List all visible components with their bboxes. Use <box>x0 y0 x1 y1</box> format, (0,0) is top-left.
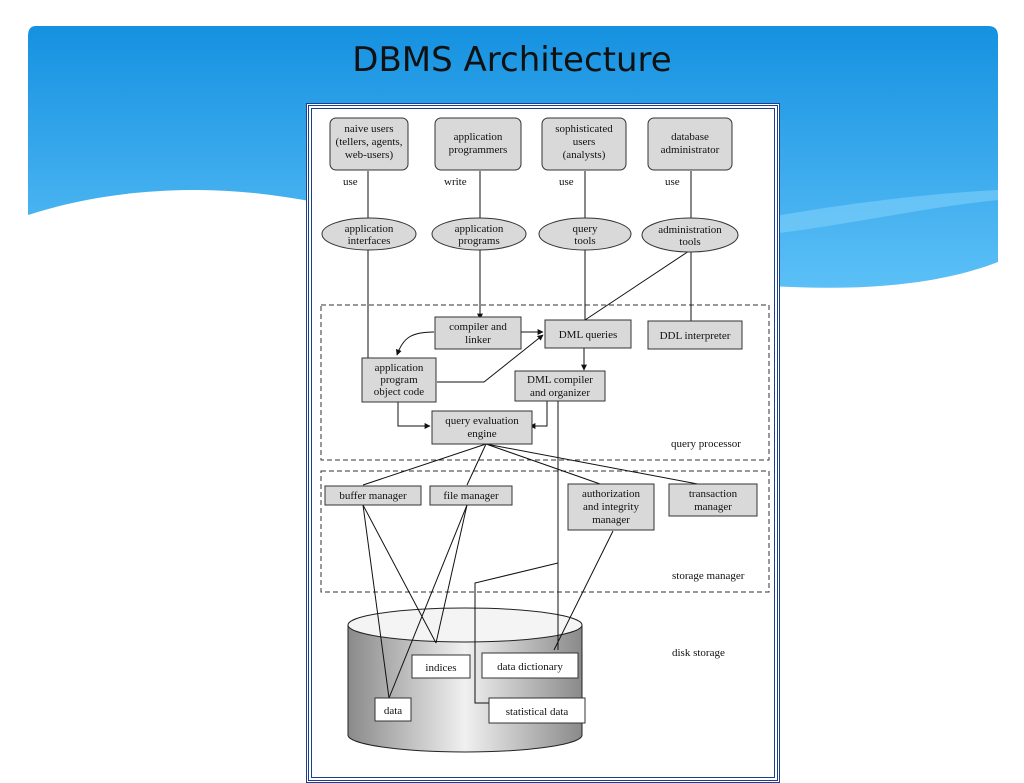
label-line: file manager <box>443 490 499 502</box>
box-statistical-data: statistical data <box>488 697 586 724</box>
box-dml-queries: DML queries <box>544 319 632 349</box>
label-line: naive users <box>344 123 393 135</box>
label-line: data dictionary <box>497 661 563 673</box>
label-line: administration <box>658 224 722 236</box>
disk-storage-cylinder <box>347 607 583 753</box>
label-line: manager <box>592 514 630 526</box>
box-buffer-manager: buffer manager <box>324 485 422 506</box>
label-line: compiler and <box>449 321 507 333</box>
label-line: authorization <box>582 488 641 500</box>
region-label-disk-storage: disk storage <box>672 647 725 659</box>
dbms-architecture-diagram: naive users(tellers, agents,web-users) a… <box>320 117 770 753</box>
label-line: (analysts) <box>563 149 606 161</box>
query-processor-region <box>320 304 770 461</box>
label-line: DDL interpreter <box>660 330 731 342</box>
edge-label-use: use <box>665 176 680 188</box>
box-file-manager: file manager <box>429 485 513 506</box>
storage-manager-region <box>320 470 770 593</box>
label-line: application <box>345 223 394 235</box>
label-line: tools <box>679 236 700 248</box>
label-line: and integrity <box>583 501 639 513</box>
label-line: users <box>573 136 596 148</box>
label-line: indices <box>425 662 456 674</box>
label-line: transaction <box>689 488 738 500</box>
label-line: manager <box>694 501 732 513</box>
label-line: application <box>375 362 424 374</box>
label-line: sophisticated <box>555 123 613 135</box>
label-line: tools <box>574 235 595 247</box>
label-line: buffer manager <box>339 490 407 502</box>
label-line: program <box>380 374 418 386</box>
box-data: data <box>374 697 412 722</box>
label-line: query evaluation <box>445 415 519 427</box>
connectors <box>362 171 704 704</box>
label-line: query <box>572 223 598 235</box>
label-line: object code <box>374 386 425 398</box>
label-line: database <box>671 131 709 143</box>
label-line: DML queries <box>559 329 618 341</box>
label-line: and organizer <box>530 387 590 399</box>
box-ddl-interpreter: DDL interpreter <box>647 320 743 350</box>
label-line: data <box>384 705 402 717</box>
label-line: statistical data <box>506 706 569 718</box>
edge-label-use: use <box>343 176 358 188</box>
box-indices: indices <box>411 654 471 679</box>
region-label-query-processor: query processor <box>671 438 741 450</box>
label-line: (tellers, agents, <box>336 136 403 148</box>
label-line: programs <box>458 235 500 247</box>
label-line: administrator <box>661 144 720 156</box>
label-line: engine <box>467 428 496 440</box>
label-line: linker <box>465 334 491 346</box>
slide-title: DBMS Architecture <box>352 40 672 80</box>
svg-text:naive users(tellers, agents,we: naive users(tellers, agents,web-users) <box>336 123 403 161</box>
user-box-naive-users: naive users(tellers, agents,web-users) <box>329 117 409 171</box>
region-label-storage-manager: storage manager <box>672 570 745 582</box>
label-line: application <box>455 223 504 235</box>
label-line: application <box>454 131 503 143</box>
edge-label-write: write <box>444 176 467 188</box>
label-line: programmers <box>449 144 508 156</box>
box-data-dictionary: data dictionary <box>481 652 579 679</box>
label-line: web-users) <box>345 149 394 161</box>
label-line: DML compiler <box>527 374 593 386</box>
edge-label-use: use <box>559 176 574 188</box>
label-line: interfaces <box>348 235 391 247</box>
